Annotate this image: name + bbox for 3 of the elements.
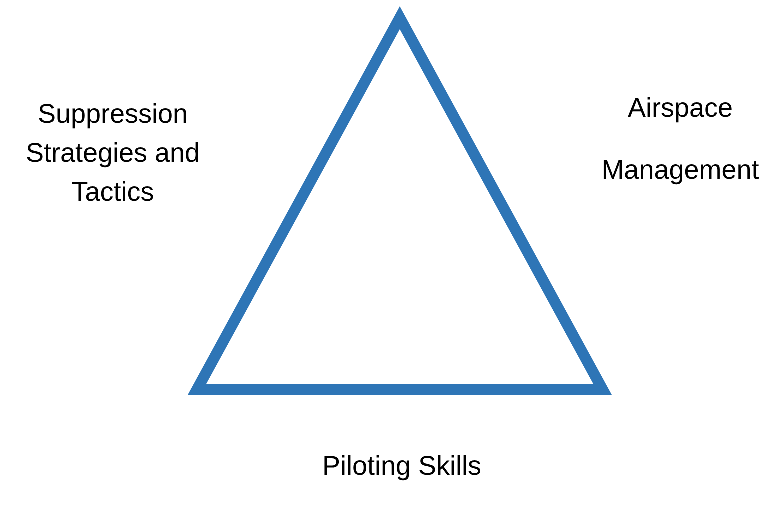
text-label: Suppression Strategies and Tactics	[24, 98, 202, 209]
text-label: Piloting Skills	[321, 450, 483, 483]
text-label: Airspace Management	[600, 92, 760, 187]
